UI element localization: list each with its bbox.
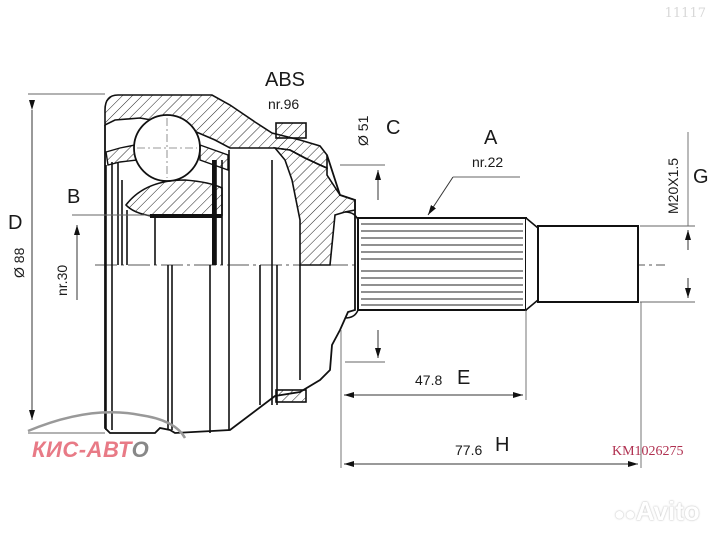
brand-logo-main: КИС-АВТ (32, 437, 132, 462)
label-h-value: 77.6 (455, 442, 483, 458)
label-abs-value: nr.96 (268, 96, 300, 112)
brand-logo: КИС-АВТО (32, 437, 149, 463)
housing-shell-top (104, 94, 328, 170)
housing-wall-right (273, 146, 356, 266)
abs-ring-top (275, 122, 307, 139)
brand-swoosh (27, 410, 187, 439)
brand-logo-tail: О (131, 437, 150, 462)
avito-logo: ●●Avito (614, 496, 700, 527)
label-c-value: Ø 51 (355, 115, 371, 146)
label-d-letter: D (8, 212, 23, 234)
label-a-value: nr.22 (472, 154, 504, 170)
splined-shaft (357, 217, 527, 311)
avito-logo-text: Avito (635, 496, 700, 526)
inner-race (124, 179, 223, 218)
spline-lines (361, 223, 523, 306)
label-e-value: 47.8 (415, 372, 443, 388)
label-g-letter: G (693, 166, 709, 188)
label-abs-letter: ABS (265, 69, 306, 91)
watermark-id: 11117 (664, 6, 706, 21)
label-e-letter: E (457, 367, 471, 389)
label-h-letter: H (495, 434, 510, 456)
label-b-letter: B (67, 186, 81, 208)
abs-ring-bottom (275, 389, 307, 403)
label-a-letter: A (484, 127, 498, 149)
avito-dots-icon: ●● (614, 504, 636, 524)
cage-left (105, 144, 138, 166)
label-d-value: Ø 88 (11, 247, 27, 278)
label-c-letter: C (386, 117, 401, 139)
label-b-value: nr.30 (54, 264, 70, 296)
label-g-value: M20X1.5 (665, 157, 681, 214)
part-number: KM1026275 (612, 444, 684, 459)
threaded-end (537, 225, 639, 303)
